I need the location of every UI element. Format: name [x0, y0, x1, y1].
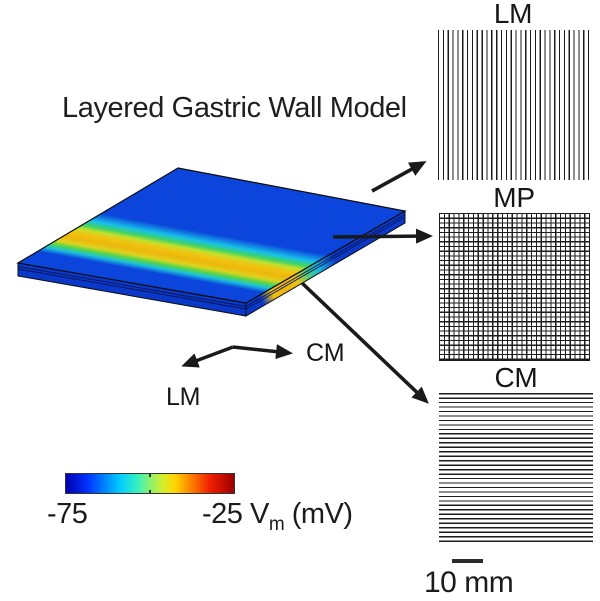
- scale-bar: [452, 559, 483, 563]
- lm-axis-label: LM: [166, 383, 201, 411]
- cm-axis-label: CM: [306, 339, 345, 367]
- colorbar-unit: (mV): [284, 498, 353, 530]
- colorbar-vm-subscript: m: [268, 513, 285, 535]
- colorbar-midtick-bottom: [149, 490, 151, 493]
- colorbar: [65, 473, 235, 494]
- lm-axis-arrow: [181, 345, 234, 368]
- colorbar-midtick-top: [149, 474, 151, 477]
- mp-layer-label: MP: [493, 182, 535, 213]
- lm-fiber-pattern: [438, 30, 589, 180]
- arrow-to-lm: [371, 161, 427, 193]
- orientation-axes: [181, 344, 293, 368]
- mp-fiber-pattern: [439, 213, 590, 361]
- cm-fiber-pattern: [439, 393, 593, 542]
- arrow-to-cm: [300, 281, 429, 404]
- colorbar-max-label: -25 Vm (mV): [202, 500, 353, 534]
- colorbar-min-label: -75: [47, 498, 88, 530]
- plate-top-face: [16, 167, 407, 304]
- colorbar-max-value: -25 V: [202, 498, 269, 530]
- layer-pointer-arrows: [300, 161, 433, 404]
- cm-layer-label: CM: [494, 362, 538, 393]
- lm-layer-label: LM: [493, 0, 533, 29]
- arrow-to-mp: [332, 228, 433, 244]
- figure-title: Layered Gastric Wall Model: [62, 92, 407, 124]
- scale-bar-label: 10 mm: [424, 566, 514, 599]
- cm-axis-arrow: [232, 344, 293, 360]
